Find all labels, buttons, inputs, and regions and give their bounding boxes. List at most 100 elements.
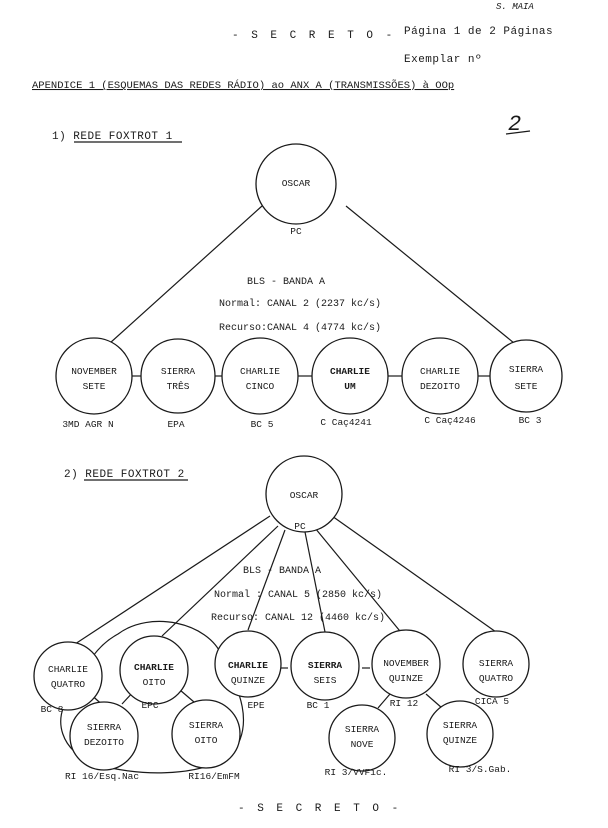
secret-marking-bottom: - S E C R E T O -	[238, 803, 401, 815]
net2-node-line1: SIERRA	[87, 722, 122, 733]
handwritten-name: S. MAIA	[496, 2, 534, 12]
net2-node-line2: OITO	[143, 677, 166, 688]
net1-node-line2: SETE	[83, 381, 106, 392]
net1-node-sub: 3MD AGR N	[62, 419, 113, 430]
net1-center-label: OSCAR	[282, 178, 311, 189]
net1-node-circle	[55, 337, 133, 415]
net2-node-sub: RI16/EmFM	[188, 771, 240, 782]
net2-backup-channel: Recurso: CANAL 12 (4460 kc/s)	[211, 612, 385, 624]
net2-node-sub: RI 3/VVFic.	[325, 767, 388, 778]
document-title: APENDICE 1 (ESQUEMAS DAS REDES RÁDIO) ao…	[32, 78, 454, 92]
net2-node-sub: BC 1	[307, 700, 330, 711]
net1-node: NOVEMBER SETE 3MD AGR N	[55, 337, 133, 430]
net1-node-circle	[401, 337, 479, 415]
net1-node-circle	[140, 338, 216, 414]
net1-node-circle	[489, 339, 563, 413]
net2-node-circle	[290, 631, 360, 701]
net1-node: CHARLIE DEZOITO C Caç4246	[401, 337, 479, 426]
net1-node: SIERRA TRÊS EPA	[140, 338, 216, 430]
net2-node: SIERRA SEIS BC 1	[290, 631, 360, 711]
net2-node: SIERRA NOVE RI 3/VVFic.	[325, 704, 396, 778]
net2-node-line2: DEZOITO	[84, 737, 124, 748]
net2-node-line1: SIERRA	[443, 720, 478, 731]
net1-node-sub: C Caç4241	[320, 417, 372, 428]
net1-node-sub: BC 3	[519, 415, 542, 426]
net2-link-to-quinze	[247, 529, 286, 631]
net1-center-circle	[255, 143, 337, 225]
net2-node-line1: SIERRA	[308, 660, 343, 671]
net1-node-circle	[311, 337, 389, 415]
net2-node-sub: CICA 5	[475, 696, 510, 707]
net2-node-line2: OITO	[195, 735, 218, 746]
net2-band: BLS - BANDA A	[243, 566, 321, 577]
net2-link-oito-sierraoito	[179, 689, 195, 703]
net2-node-line1: CHARLIE	[48, 664, 88, 675]
net2-title: 2) REDE FOXTROT 2	[64, 469, 185, 481]
net2-node-circle	[171, 699, 241, 769]
net2-link-to-seis	[304, 531, 326, 633]
net1-band: BLS - BANDA A	[247, 277, 325, 288]
net2-node-line1: CHARLIE	[134, 662, 174, 673]
net1-node-line2: UM	[344, 381, 356, 392]
net2-link-to-november	[314, 527, 405, 637]
net2-node-line2: QUINZE	[389, 673, 424, 684]
net1-node-line2: DEZOITO	[420, 381, 460, 392]
net2-node: SIERRA OITO RI16/EmFM	[171, 699, 241, 782]
handwritten-number: 2	[508, 112, 521, 137]
net2-node: CHARLIE QUATRO BC 8	[33, 641, 103, 715]
net2-center-circle	[265, 455, 343, 533]
net2-node: SIERRA QUINZE RI 3/S.Gab.	[426, 700, 512, 775]
handwritten-underline	[505, 130, 531, 135]
net2-node-line2: QUATRO	[479, 673, 514, 684]
net1-node: CHARLIE CINCO BC 5	[221, 337, 299, 430]
net2-node-line2: QUATRO	[51, 679, 86, 690]
net1-node-line2: SETE	[515, 381, 538, 392]
net1-node-line1: CHARLIE	[240, 366, 280, 377]
net2-node: SIERRA DEZOITO RI 16/Esq.Nac	[65, 701, 139, 782]
net2-link-nov-quinze	[425, 693, 443, 709]
net2-node-sub: EPE	[247, 700, 264, 711]
net1-node-sub: C Caç4246	[424, 415, 476, 426]
net2-node-circle	[214, 630, 282, 698]
net2-center-sub: PC	[294, 521, 306, 532]
net1-center-node: OSCAR	[255, 143, 337, 225]
net2-node-sub: EPC	[141, 700, 158, 711]
net2-node-circle	[462, 630, 530, 698]
net1-node-line1: CHARLIE	[330, 366, 370, 377]
net2-node-sub: RI 3/S.Gab.	[449, 764, 512, 775]
net2-node: SIERRA QUATRO CICA 5	[462, 630, 530, 707]
net2-node-line2: SEIS	[314, 675, 337, 686]
net1-node-sub: BC 5	[251, 419, 274, 430]
net1-node-line1: CHARLIE	[420, 366, 460, 377]
net1-node: SIERRA SETE BC 3	[489, 339, 563, 426]
net1-node: CHARLIE UM C Caç4241	[311, 337, 389, 428]
net1-normal-channel: Normal: CANAL 2 (2237 kc/s)	[219, 298, 381, 310]
net1-node-line1: NOVEMBER	[71, 366, 117, 377]
net1-center-sub: PC	[290, 226, 302, 237]
net1-node-line1: SIERRA	[161, 366, 196, 377]
net1-node-line1: SIERRA	[509, 364, 544, 375]
net2-node-sub: RI 16/Esq.Nac	[65, 771, 139, 782]
net2-node-line1: SIERRA	[189, 720, 224, 731]
net2-node-line1: SIERRA	[479, 658, 514, 669]
net1-node-line2: TRÊS	[167, 381, 190, 392]
net2-node-sub: BC 8	[41, 704, 64, 715]
net2-node-circle	[33, 641, 103, 711]
net2-link-left	[71, 515, 271, 647]
net1-node-line2: CINCO	[246, 381, 275, 392]
net2-center-node: OSCAR	[265, 455, 343, 533]
net1-links	[99, 205, 526, 377]
net2-node-circle	[69, 701, 139, 771]
net2-node-line1: SIERRA	[345, 724, 380, 735]
net2-node-circle	[426, 700, 494, 768]
net2-node-circle	[328, 704, 396, 772]
net2-center-label: OSCAR	[290, 490, 319, 501]
net2-link-to-oito	[161, 525, 279, 637]
net2-normal-channel: Normal : CANAL 5 (2850 kc/s)	[214, 589, 382, 601]
net1-link-left	[99, 205, 263, 353]
net2-node-circle	[119, 635, 189, 705]
net2-link-nov-nove	[377, 693, 391, 709]
net2-node-line1: CHARLIE	[228, 660, 268, 671]
